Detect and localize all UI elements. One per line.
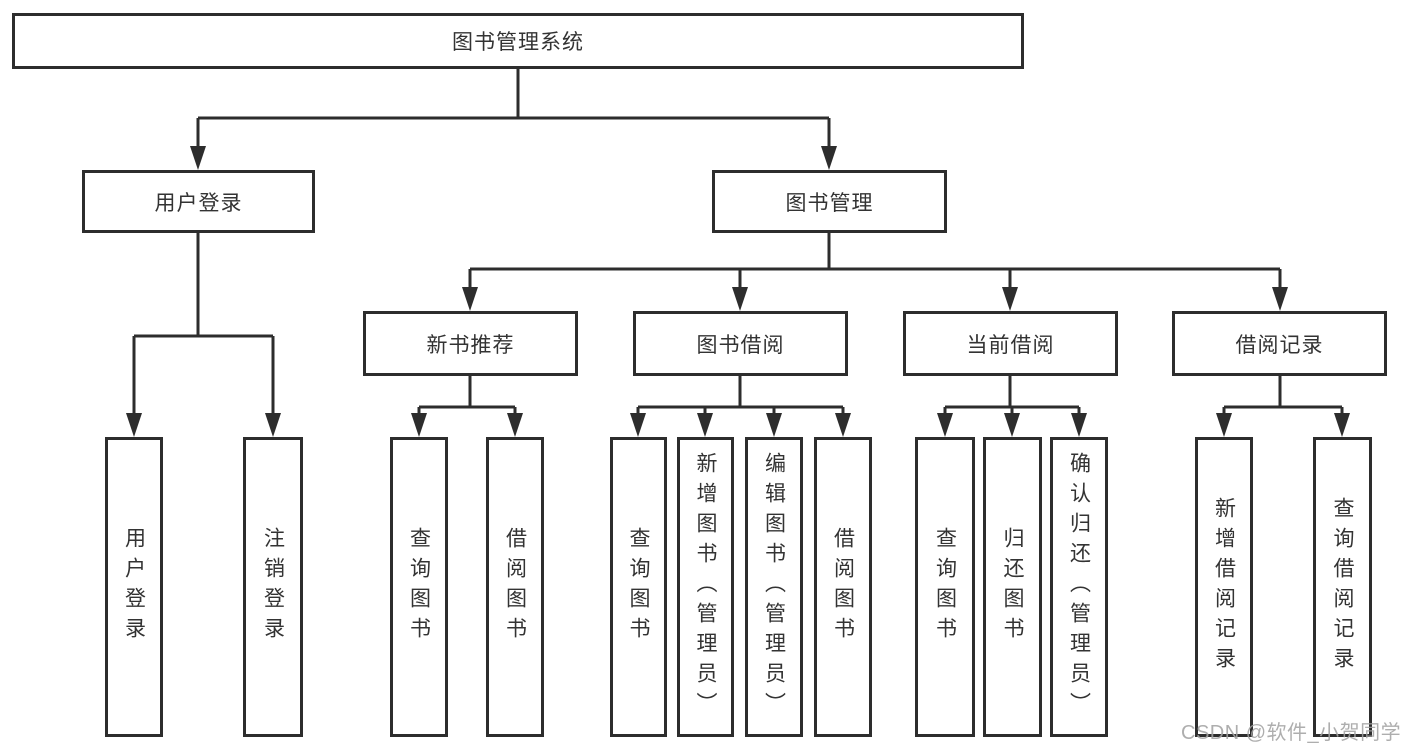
arrowhead-icon <box>462 287 478 311</box>
leaf-logout-label: 注销登录 <box>261 527 285 647</box>
leaf-return-book-label: 归还图书 <box>1001 527 1024 647</box>
leaf-current-query-book: 查询图书 <box>915 437 975 737</box>
leaf-borrow-book-label: 借阅图书 <box>831 527 855 647</box>
node-book-management-label: 图书管理 <box>785 191 874 215</box>
leaf-add-book-admin-label: 新增图书（管理员） <box>694 452 717 722</box>
arrowhead-icon <box>411 413 427 437</box>
node-current-borrow-label: 当前借阅 <box>966 333 1055 357</box>
leaf-add-borrow-record-label: 新增借阅记录 <box>1212 497 1236 677</box>
arrowhead-icon <box>1272 287 1288 311</box>
arrowhead-icon <box>821 146 837 170</box>
arrowhead-icon <box>190 146 206 170</box>
leaf-logout: 注销登录 <box>243 437 303 737</box>
node-borrow-record-label: 借阅记录 <box>1235 333 1324 357</box>
node-new-book-recommend-label: 新书推荐 <box>426 333 515 357</box>
leaf-edit-book-admin-label: 编辑图书（管理员） <box>762 452 786 722</box>
node-book-management: 图书管理 <box>712 170 947 233</box>
arrowhead-icon <box>1004 413 1020 437</box>
leaf-current-query-book-label: 查询图书 <box>933 527 957 647</box>
connector-recommend-to-leaves <box>411 376 523 437</box>
arrowhead-icon <box>265 413 281 437</box>
node-current-borrow: 当前借阅 <box>903 311 1118 376</box>
leaf-user-login-label: 用户登录 <box>122 527 146 647</box>
connector-book-management-to-level2 <box>462 233 1288 311</box>
node-borrow-record: 借阅记录 <box>1172 311 1387 376</box>
node-root-label: 图书管理系统 <box>452 31 584 54</box>
leaf-add-borrow-record: 新增借阅记录 <box>1195 437 1253 737</box>
leaf-user-login: 用户登录 <box>105 437 163 737</box>
node-root-system: 图书管理系统 <box>12 13 1024 69</box>
connector-record-to-leaves <box>1216 376 1350 437</box>
arrowhead-icon <box>507 413 523 437</box>
leaf-recommend-query-book: 查询图书 <box>390 437 448 737</box>
arrowhead-icon <box>697 413 713 437</box>
arrowhead-icon <box>1002 287 1018 311</box>
leaf-borrow-query-book: 查询图书 <box>610 437 667 737</box>
connector-current-to-leaves <box>937 376 1087 437</box>
connector-borrow-to-leaves <box>630 376 851 437</box>
arrowhead-icon <box>1071 413 1087 437</box>
arrowhead-icon <box>732 287 748 311</box>
csdn-watermark: CSDN @软件_小贺同学 <box>1181 722 1402 744</box>
arrowhead-icon <box>1334 413 1350 437</box>
node-user-login-label: 用户登录 <box>154 191 243 215</box>
leaf-add-book-admin: 新增图书（管理员） <box>677 437 734 737</box>
leaf-borrow-book: 借阅图书 <box>814 437 872 737</box>
node-book-borrow: 图书借阅 <box>633 311 848 376</box>
arrowhead-icon <box>937 413 953 437</box>
leaf-confirm-return-admin: 确认归还（管理员） <box>1050 437 1108 737</box>
arrowhead-icon <box>126 413 142 437</box>
arrowhead-icon <box>630 413 646 437</box>
leaf-query-borrow-record: 查询借阅记录 <box>1313 437 1372 737</box>
arrowhead-icon <box>1216 413 1232 437</box>
arrowhead-icon <box>835 413 851 437</box>
node-user-login: 用户登录 <box>82 170 315 233</box>
leaf-borrow-query-book-label: 查询图书 <box>627 527 650 647</box>
node-book-borrow-label: 图书借阅 <box>696 333 785 357</box>
arrowhead-icon <box>766 413 782 437</box>
leaf-query-borrow-record-label: 查询借阅记录 <box>1331 497 1354 677</box>
leaf-edit-book-admin: 编辑图书（管理员） <box>745 437 803 737</box>
leaf-recommend-query-book-label: 查询图书 <box>407 527 431 647</box>
leaf-confirm-return-admin-label: 确认归还（管理员） <box>1067 452 1091 722</box>
connector-root-to-level1 <box>190 69 837 170</box>
connector-user-login-to-leaves <box>126 233 281 437</box>
leaf-recommend-borrow-book-label: 借阅图书 <box>503 527 527 647</box>
leaf-return-book: 归还图书 <box>983 437 1042 737</box>
node-new-book-recommend: 新书推荐 <box>363 311 578 376</box>
leaf-recommend-borrow-book: 借阅图书 <box>486 437 544 737</box>
